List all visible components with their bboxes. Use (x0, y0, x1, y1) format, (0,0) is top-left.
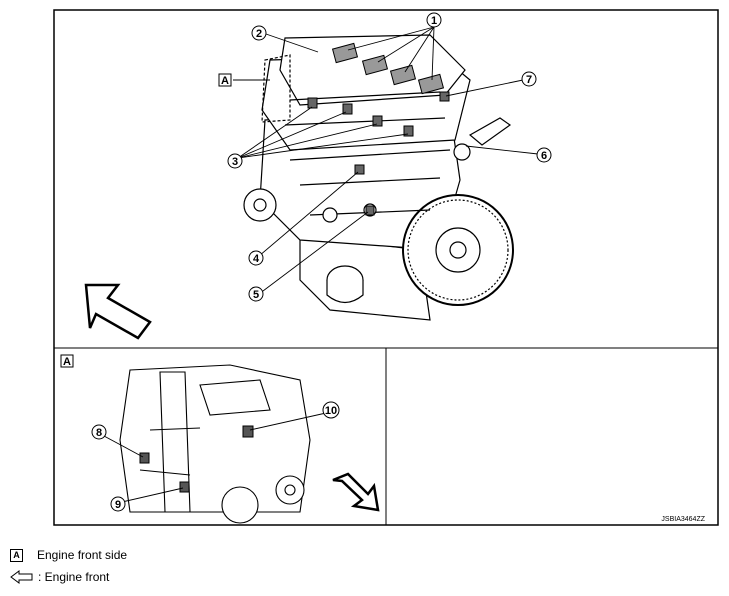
svg-text:1: 1 (431, 15, 437, 27)
ignition-coil (389, 64, 417, 86)
sensor-5 (365, 205, 375, 216)
arrow-left-icon (10, 570, 33, 584)
callouts-detail: 8 9 10 (91, 401, 340, 512)
view-a-marker-main: A (218, 73, 232, 87)
callout-8: 8 (91, 424, 107, 440)
svg-text:6: 6 (541, 150, 547, 162)
callout-9: 9 (110, 496, 126, 512)
sensor-7 (439, 91, 450, 102)
leader-lines (233, 26, 539, 295)
engine-illustration (243, 34, 514, 321)
sensor-10 (242, 425, 254, 438)
sensor-components (307, 91, 450, 216)
fuel-injector (372, 115, 383, 127)
svg-text:3: 3 (232, 156, 238, 168)
engine-front-arrow-main (84, 283, 152, 340)
svg-text:9: 9 (115, 499, 121, 511)
callout-6: 6 (536, 147, 552, 163)
svg-text:A: A (63, 356, 71, 368)
callouts-main: 1 2 3 4 5 6 7 (227, 12, 552, 302)
svg-text:10: 10 (325, 405, 337, 417)
detail-leader-lines (103, 412, 327, 503)
sensor-4 (354, 164, 365, 175)
legend-view-a: A Engine front side (10, 546, 127, 564)
callout-7: 7 (521, 71, 537, 87)
sensor-9 (179, 481, 190, 493)
fuel-injector (342, 103, 353, 115)
legend-box-text: Engine front side (37, 548, 128, 562)
callout-3: 3 (227, 153, 243, 169)
engine-front-arrow-detail (332, 472, 380, 512)
fuel-injector (403, 125, 414, 137)
svg-text:5: 5 (253, 289, 259, 301)
legend-arrow-text: : Engine front (38, 570, 110, 584)
callout-4: 4 (248, 250, 264, 266)
callout-1: 1 (426, 12, 442, 28)
svg-text:7: 7 (526, 74, 532, 86)
ignition-coil (417, 73, 445, 95)
reference-code: JSBIA3464ZZ (661, 516, 705, 523)
callout-5: 5 (248, 286, 264, 302)
detail-view-a-label: A (60, 354, 74, 368)
svg-text:A: A (221, 75, 229, 87)
detail-sensors (139, 425, 254, 493)
ignition-coil (331, 42, 359, 64)
svg-text:2: 2 (256, 28, 262, 40)
legend-engine-front: : Engine front (10, 568, 109, 586)
sensor-8 (139, 452, 150, 464)
svg-text:4: 4 (253, 253, 260, 265)
callout-2: 2 (251, 25, 267, 41)
detail-engine-illustration (119, 364, 311, 524)
legend-box-icon: A (10, 548, 23, 562)
fuel-injector (307, 97, 318, 109)
svg-text:8: 8 (96, 427, 102, 439)
callout-10: 10 (322, 401, 340, 419)
